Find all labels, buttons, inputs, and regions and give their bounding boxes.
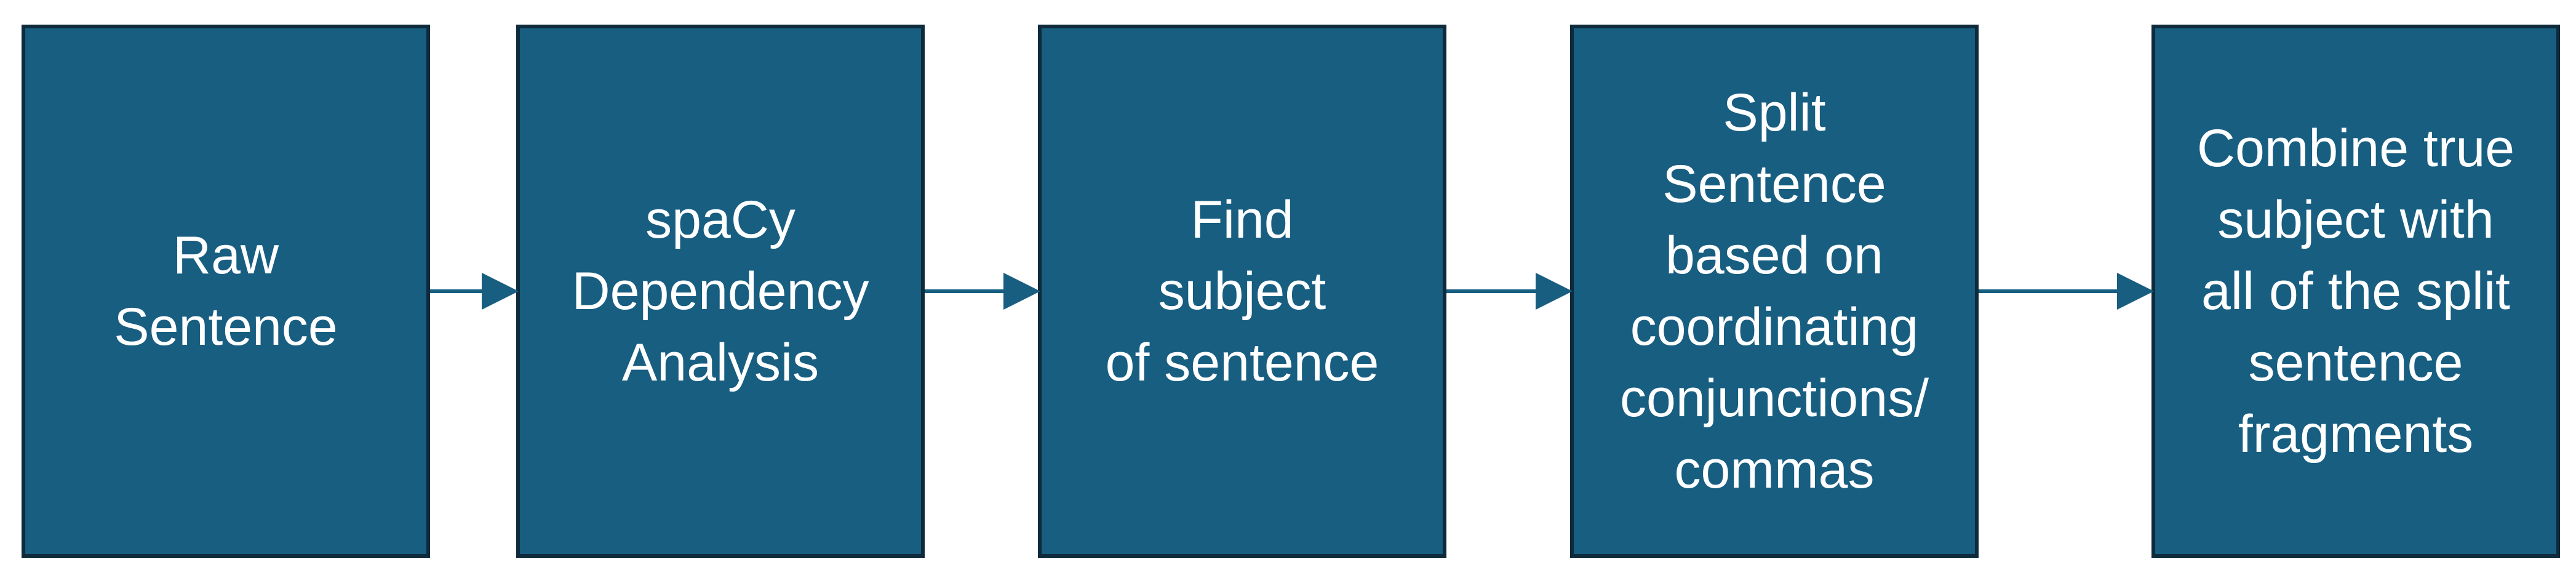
- step-split-sentence-label: Split Sentence based on coordinating con…: [1620, 83, 1929, 499]
- step-split-sentence: Split Sentence based on coordinating con…: [1570, 25, 1979, 558]
- step-spacy-dependency-analysis: spaCy Dependency Analysis: [516, 25, 925, 558]
- step-combine-subject-label: Combine true subject with all of the spl…: [2196, 119, 2515, 464]
- step-raw-sentence-label: Raw Sentence: [114, 226, 338, 356]
- step-raw-sentence: Raw Sentence: [22, 25, 430, 558]
- step-spacy-dependency-analysis-label: spaCy Dependency Analysis: [572, 190, 869, 392]
- step-find-subject: Find subject of sentence: [1038, 25, 1446, 558]
- step-find-subject-label: Find subject of sentence: [1105, 190, 1379, 392]
- step-combine-subject: Combine true subject with all of the spl…: [2151, 25, 2560, 558]
